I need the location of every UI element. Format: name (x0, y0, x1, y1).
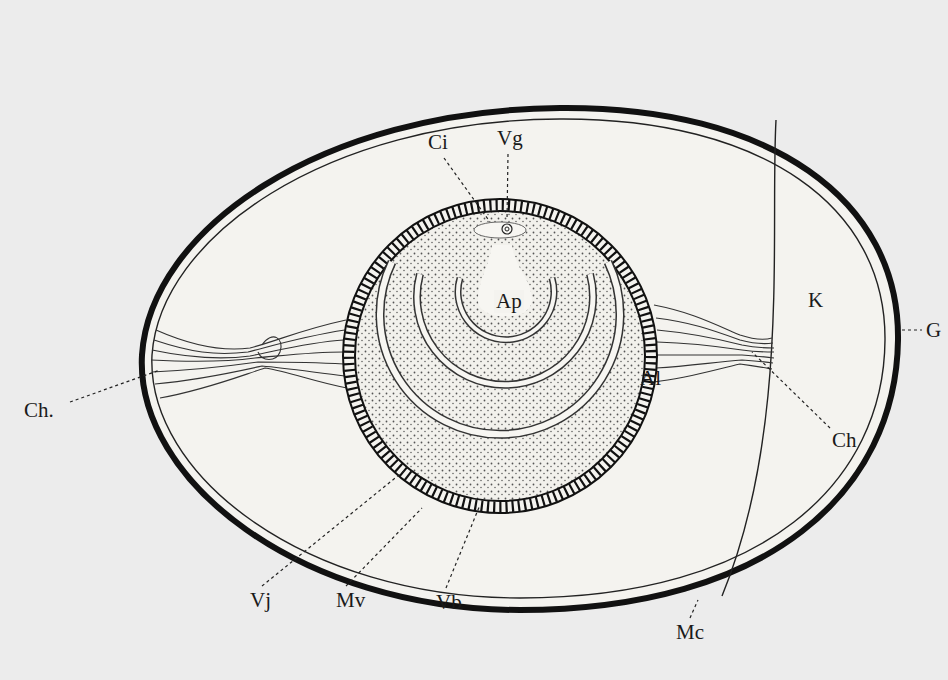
vitelline-outer (343, 199, 657, 513)
part-label: G (926, 320, 941, 341)
latebra (478, 245, 532, 317)
chalaza-right (654, 305, 774, 382)
germinal-vesicle-core (505, 227, 509, 231)
part-label: Ch. (24, 400, 54, 421)
part-label: Ap (494, 290, 524, 313)
egg-shell (142, 108, 898, 610)
germinal-disc (474, 222, 526, 238)
yolk (355, 211, 645, 501)
air-chamber-line (722, 120, 776, 596)
part-label: Vb (436, 592, 462, 613)
vitelline-hatching (349, 205, 651, 507)
part-label: Vg (497, 128, 523, 149)
part-label: K (808, 290, 823, 311)
part-label: Vj (250, 590, 271, 611)
shell-membrane (152, 119, 885, 598)
germinal-vesicle (502, 224, 512, 234)
leader-lines (70, 154, 922, 618)
part-label: Ci (428, 132, 448, 153)
vitelline-inner (355, 211, 645, 501)
part-label: Mc (676, 622, 704, 643)
chalaza-left (151, 320, 347, 398)
part-label: Al (640, 368, 661, 389)
part-label: Ch (832, 430, 857, 451)
part-label: Mv (336, 590, 365, 611)
